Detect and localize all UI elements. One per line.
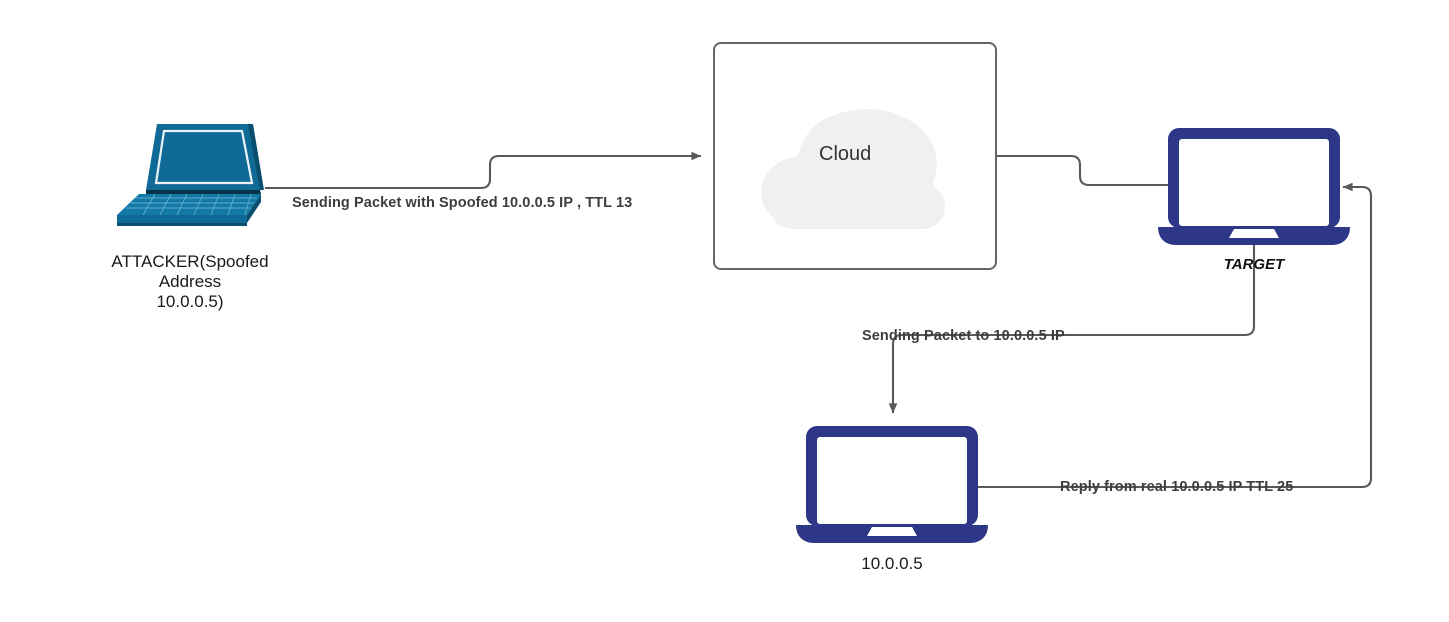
- laptop-3d-icon: [117, 124, 264, 226]
- edge-label-attacker-to-cloud: Sending Packet with Spoofed 10.0.0.5 IP …: [292, 195, 633, 211]
- target-label: TARGET: [1223, 256, 1285, 273]
- victim-laptop[interactable]: [794, 424, 990, 546]
- wire-attacker-to-cloud: [265, 151, 702, 190]
- attacker-laptop[interactable]: [105, 118, 280, 228]
- edge-label-victim-to-target-reply: Reply from real 10.0.0.5 IP TTL 25: [1060, 479, 1294, 495]
- cloud-icon: [761, 109, 945, 229]
- victim-label: 10.0.0.5: [861, 554, 923, 573]
- cloud-container[interactable]: Cloud: [713, 42, 997, 270]
- wire-cloud-to-target: [996, 154, 1168, 187]
- laptop-front-icon: [796, 426, 988, 543]
- attacker-label: ATTACKER(Spoofed Address 10.0.0.5): [111, 252, 269, 312]
- laptop-front-icon: [1158, 128, 1350, 245]
- target-laptop[interactable]: [1156, 126, 1352, 248]
- edge-label-target-to-victim: Sending Packet to 10.0.0.5 IP: [862, 328, 1065, 344]
- cloud-label: Cloud: [819, 143, 872, 165]
